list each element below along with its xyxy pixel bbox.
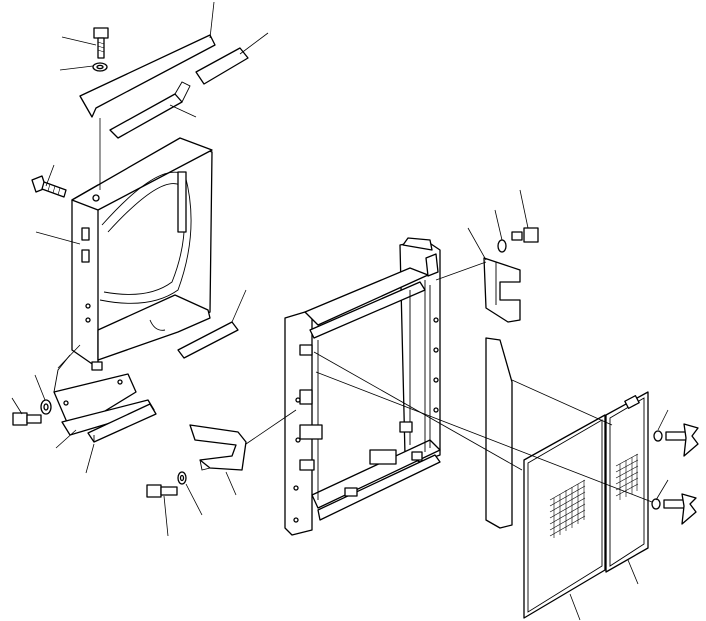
lower-left-bracket (53, 344, 157, 443)
bolt-icon (511, 227, 539, 243)
wing-bolt-icon (653, 423, 699, 457)
screen-panel-right (605, 391, 649, 573)
seal-strip (177, 321, 239, 359)
side-strip (485, 337, 513, 529)
leader-lines (11, 1, 669, 621)
washer-icon (177, 471, 187, 485)
radiator-frame (284, 237, 441, 536)
wing-bolt-icon (651, 493, 697, 525)
bolt-icon (146, 484, 178, 498)
screen-panel-left (523, 414, 606, 619)
bolt-icon (93, 27, 109, 59)
washer-icon (497, 239, 507, 253)
mount-bracket (189, 424, 247, 471)
washer-icon (40, 399, 52, 415)
upper-plate (79, 34, 249, 139)
upper-right-bracket (483, 257, 521, 323)
bolt-icon (31, 175, 67, 198)
fan-shroud (71, 137, 213, 371)
washer-icon (92, 62, 108, 72)
bolt-icon (12, 412, 42, 426)
